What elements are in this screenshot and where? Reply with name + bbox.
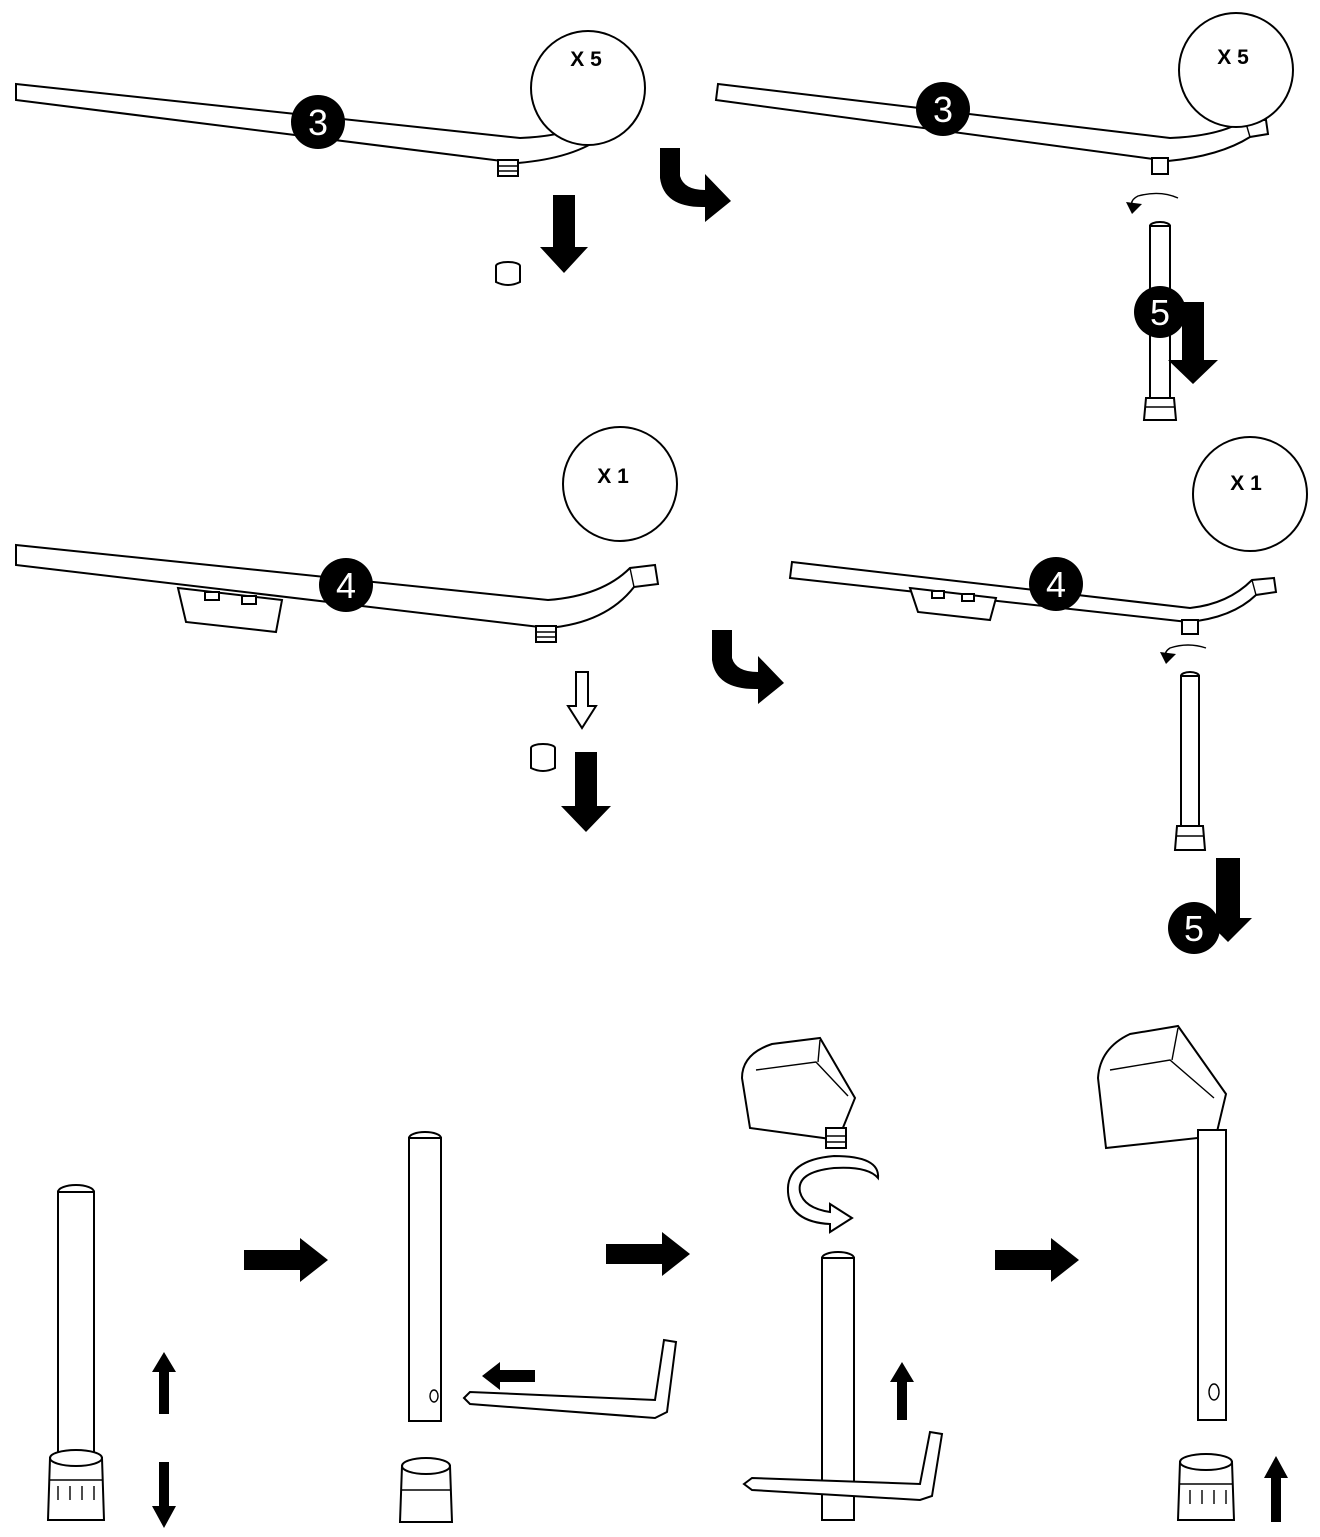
foot-cap — [398, 1457, 454, 1523]
leg-tube — [408, 1131, 442, 1422]
up-arrow-icon — [152, 1352, 176, 1414]
leg-tube — [1197, 1129, 1227, 1421]
quantity-label: X 5 — [1217, 46, 1249, 69]
down-arrow-icon — [540, 195, 588, 273]
right-arrow-icon — [244, 1238, 328, 1282]
hex-key-tool — [462, 1338, 678, 1420]
quantity-callout: X 1 — [562, 426, 678, 542]
right-arrow-icon — [995, 1238, 1079, 1282]
quantity-label: X 1 — [1230, 472, 1262, 495]
part-badge-3: 3 — [291, 95, 345, 149]
part-badge-4: 4 — [319, 558, 373, 612]
curved-arrow-icon — [712, 630, 784, 704]
part-badge-5: 5 — [1134, 286, 1186, 338]
rotate-arrow-icon — [1126, 192, 1179, 214]
seat-bracket — [1096, 1024, 1228, 1150]
down-arrow-icon — [1168, 302, 1218, 384]
quantity-callout: X 5 — [1178, 12, 1294, 128]
down-arrow-icon — [152, 1462, 176, 1528]
part-badge-5: 5 — [1168, 902, 1220, 954]
part-badge-4: 4 — [1029, 557, 1083, 611]
up-arrow-icon — [1264, 1456, 1288, 1522]
foot-cap — [1176, 1453, 1236, 1521]
rotate-arrow-icon — [1160, 644, 1207, 664]
rotate-arrow-icon — [786, 1154, 880, 1234]
leg-tube — [821, 1251, 855, 1521]
bushing-part — [530, 743, 556, 772]
up-arrow-icon — [890, 1362, 914, 1420]
part-number-5: 5 — [1150, 292, 1170, 333]
down-arrow-icon — [566, 671, 598, 730]
part-badge-3: 3 — [916, 82, 970, 136]
part-number-5: 5 — [1184, 908, 1204, 949]
part-number-4: 4 — [336, 565, 356, 606]
quantity-callout: X 1 — [1192, 436, 1308, 552]
right-arrow-icon — [606, 1232, 690, 1276]
quantity-callout: X 5 — [530, 30, 646, 146]
part-number-3: 3 — [308, 102, 328, 143]
bushing-part — [495, 261, 521, 286]
part-number-3: 3 — [933, 89, 953, 130]
step1-right-arm-3 — [714, 82, 1270, 175]
seat-bracket — [740, 1036, 857, 1149]
part-number-4: 4 — [1046, 564, 1066, 605]
quantity-label: X 5 — [570, 48, 602, 71]
hex-key-tool — [742, 1430, 944, 1502]
leg-tube — [46, 1184, 106, 1521]
down-arrow-icon — [561, 752, 611, 832]
quantity-label: X 1 — [597, 465, 629, 488]
curved-arrow-icon — [660, 148, 731, 222]
leg-tube — [1173, 671, 1207, 851]
left-arrow-icon — [482, 1362, 535, 1390]
